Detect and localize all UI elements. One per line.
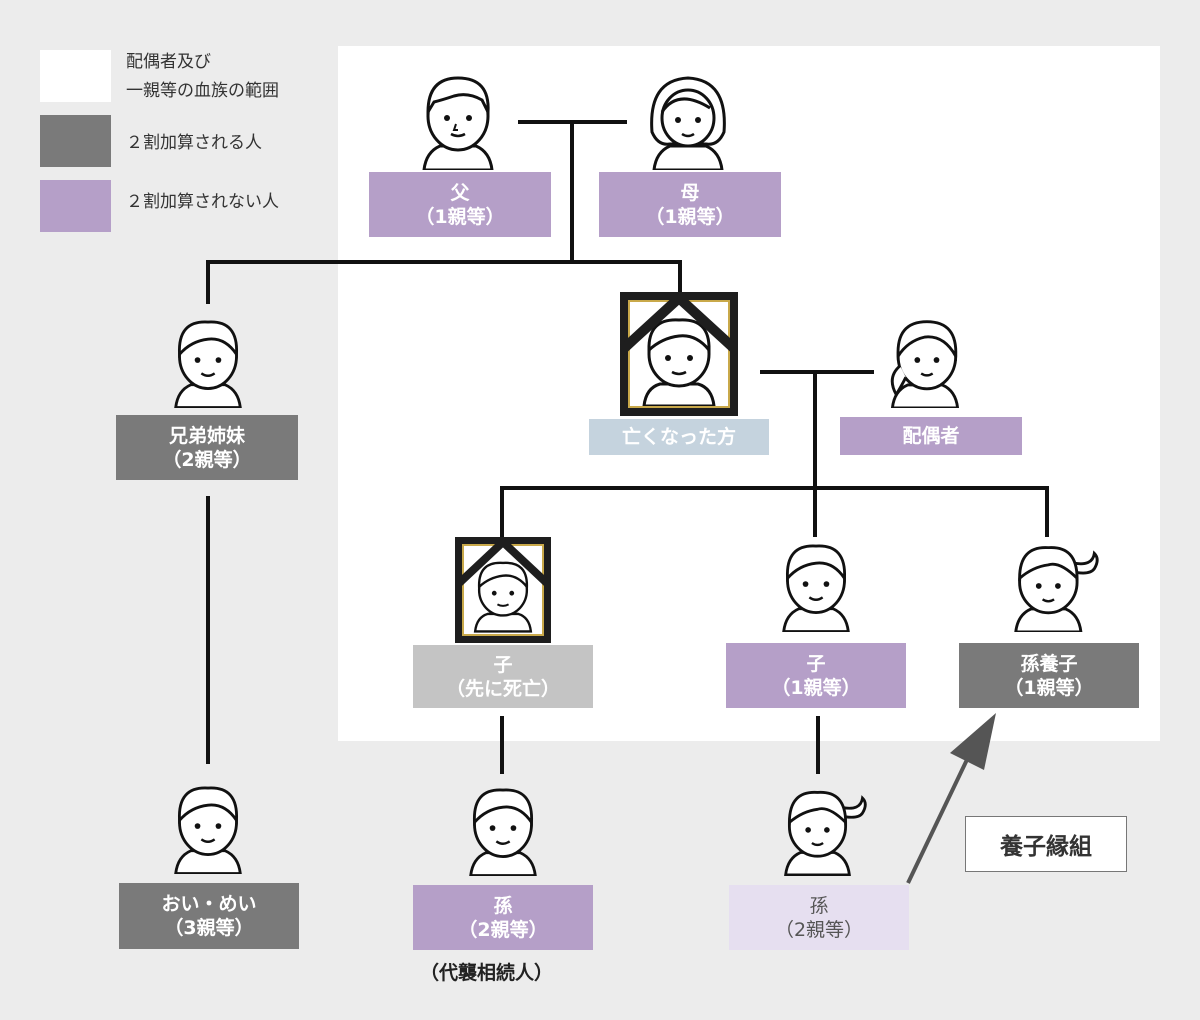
father-name: 父	[450, 181, 470, 204]
child-predeceased-face-icon	[473, 561, 533, 633]
sibling-name: 兄弟姉妹	[168, 424, 245, 447]
legend-label-surcharge: ２割加算される人	[126, 133, 262, 153]
spouse-name: 配偶者	[902, 425, 960, 447]
mother-face-icon	[650, 76, 726, 170]
child-predeceased-label: 子 （先に死亡）	[413, 645, 593, 708]
spouse-face-icon	[890, 320, 960, 408]
legend-label-range: 配偶者及び 一親等の血族の範囲	[126, 52, 279, 101]
adopted-grandchild-label: 孫養子 （1親等）	[959, 643, 1139, 708]
mourning-ribbon-icon	[455, 537, 551, 590]
nephew-niece-face-icon	[174, 786, 242, 874]
deceased-face-icon	[642, 318, 716, 406]
child-degree: （1親等）	[771, 676, 861, 699]
spouse-label: 配偶者	[840, 417, 1022, 455]
grandchild-name: 孫	[809, 894, 829, 917]
sibling-degree: （2親等）	[162, 448, 252, 471]
deceased-name: 亡くなった方	[621, 426, 736, 448]
arrow-icon	[906, 713, 996, 884]
nephew-niece-degree: （3親等）	[164, 917, 254, 939]
adopted-grandchild-name: 孫養子	[1020, 652, 1078, 675]
adopted-grandchild-degree: （1親等）	[1004, 676, 1094, 699]
father-label: 父 （1親等）	[369, 172, 551, 237]
legend-label-no-surcharge: ２割加算されない人	[126, 192, 279, 212]
mother-label: 母 （1親等）	[599, 172, 781, 237]
representative-heir-note: （代襲相続人）	[420, 962, 554, 984]
sibling-face-icon	[174, 320, 242, 408]
mourning-frame-icon	[455, 537, 551, 643]
grandchild-rep-face-icon	[469, 788, 537, 876]
nephew-niece-label: おい・めい （3親等）	[119, 883, 299, 949]
child-name: 子	[806, 652, 826, 675]
legend-swatch-range	[40, 50, 111, 102]
grandchild-rep-degree: （2親等）	[458, 918, 548, 941]
adopted-grandchild-face-icon	[1014, 546, 1099, 632]
child-predeceased-name: 子	[493, 653, 513, 676]
legend-swatch-no-surcharge	[40, 180, 111, 232]
legend-swatch-surcharge	[40, 115, 111, 167]
mourning-ribbon-icon	[620, 292, 738, 356]
child-label: 子 （1親等）	[726, 643, 906, 708]
child-face-icon	[782, 544, 850, 632]
child-predeceased-degree: （先に死亡）	[445, 677, 560, 700]
grandchild-rep-name: 孫	[493, 894, 513, 917]
mourning-frame-icon	[620, 292, 738, 416]
nephew-niece-name: おい・めい	[161, 893, 257, 915]
mother-name: 母	[680, 181, 700, 204]
mother-degree: （1親等）	[645, 205, 735, 228]
father-degree: （1親等）	[415, 205, 505, 228]
grandchild-rep-label: 孫 （2親等）	[413, 885, 593, 950]
grandchild-label: 孫 （2親等）	[729, 885, 909, 950]
sibling-label: 兄弟姉妹 （2親等）	[116, 415, 298, 480]
adoption-label: 養子縁組	[965, 816, 1127, 872]
deceased-label: 亡くなった方	[589, 419, 769, 455]
grandchild-degree: （2親等）	[774, 918, 864, 941]
father-face-icon	[422, 76, 494, 170]
grandchild-face-icon	[784, 791, 867, 876]
